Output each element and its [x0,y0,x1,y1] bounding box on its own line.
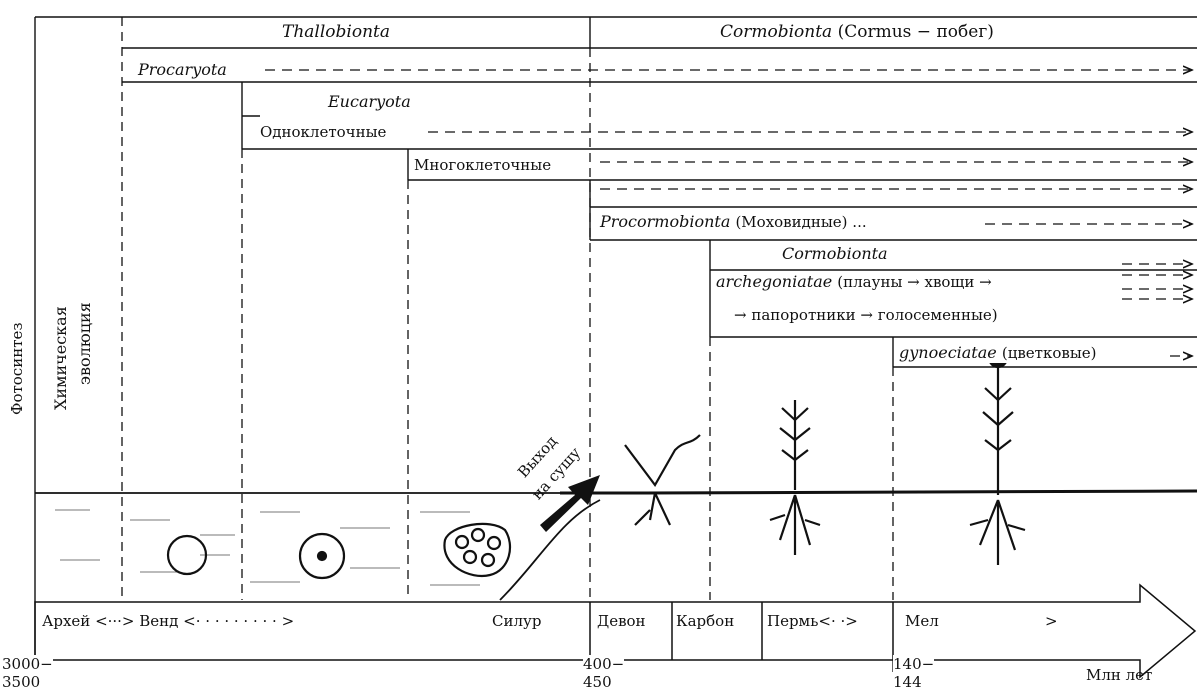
unicellular-label: Одноклеточные [258,122,388,142]
water-texture [55,510,480,585]
period-silurian: Силур [492,611,541,631]
plants [625,360,1025,565]
tick-3000-top: 3000− [2,655,53,673]
mosses-label: (Моховидные) ... [735,213,866,231]
gynoeciatae-text: (цветковые) [1002,344,1097,362]
cormobionta-header: Cormobionta (Cormus − побег) [718,22,996,42]
period-permian: Пермь<· ·> [767,611,858,631]
cormobionta-header-name: Cormobionta [720,22,832,42]
gynoeciatae-label: gynoeciatae [899,343,997,362]
shore-slope [500,500,600,600]
land-surface-line [560,491,1197,493]
procaryota-label: Procaryota [136,60,229,80]
archegoniatae-text-2: → папоротники → голосеменные) [732,305,1000,325]
archegoniatae-label: archegoniatae [716,272,832,291]
gynoeciatae-row: gynoeciatae (цветковые) [897,343,1098,363]
tick-140-top: 140− [893,655,934,673]
archegoniatae-row: archegoniatae (плауны → хвощи → [714,272,994,292]
period-carboniferous: Карбон [676,611,734,631]
tick-bottom-0: 3500 [2,673,40,691]
period-devonian: Девон [597,611,646,631]
period-arrow-end: > [1045,611,1058,631]
cormus-note: (Cormus − побег) [838,22,994,42]
multicellular-colony [444,524,510,576]
thallobionta-label: Thallobionta [280,22,392,42]
eucaryota-label: Eucaryota [326,92,413,112]
multicellular-label: Многоклеточные [412,155,553,175]
procormobionta-row: Procormobionta (Моховидные) ... [598,212,869,232]
photosynthesis-label: Фотосинтез [8,322,26,415]
chemical-evolution-line1: Химическая [52,306,70,410]
cormobionta-label: Cormobionta [780,244,890,264]
archegoniatae-text: (плауны → хвощи → [837,273,991,291]
period-cretaceous: Мел [905,611,939,631]
tick-400-top: 400− [583,655,624,673]
procormobionta-label: Procormobionta [600,212,730,231]
tick-bottom-1: 450 [583,673,612,691]
tick-bottom-2: 144 [893,673,922,691]
period-archean-vendian: Архей <···> Венд <· · · · · · · · · > [42,611,294,631]
axis-unit-label: Млн лет [1086,666,1152,684]
chemical-evolution-line2: эволюция [76,302,94,385]
